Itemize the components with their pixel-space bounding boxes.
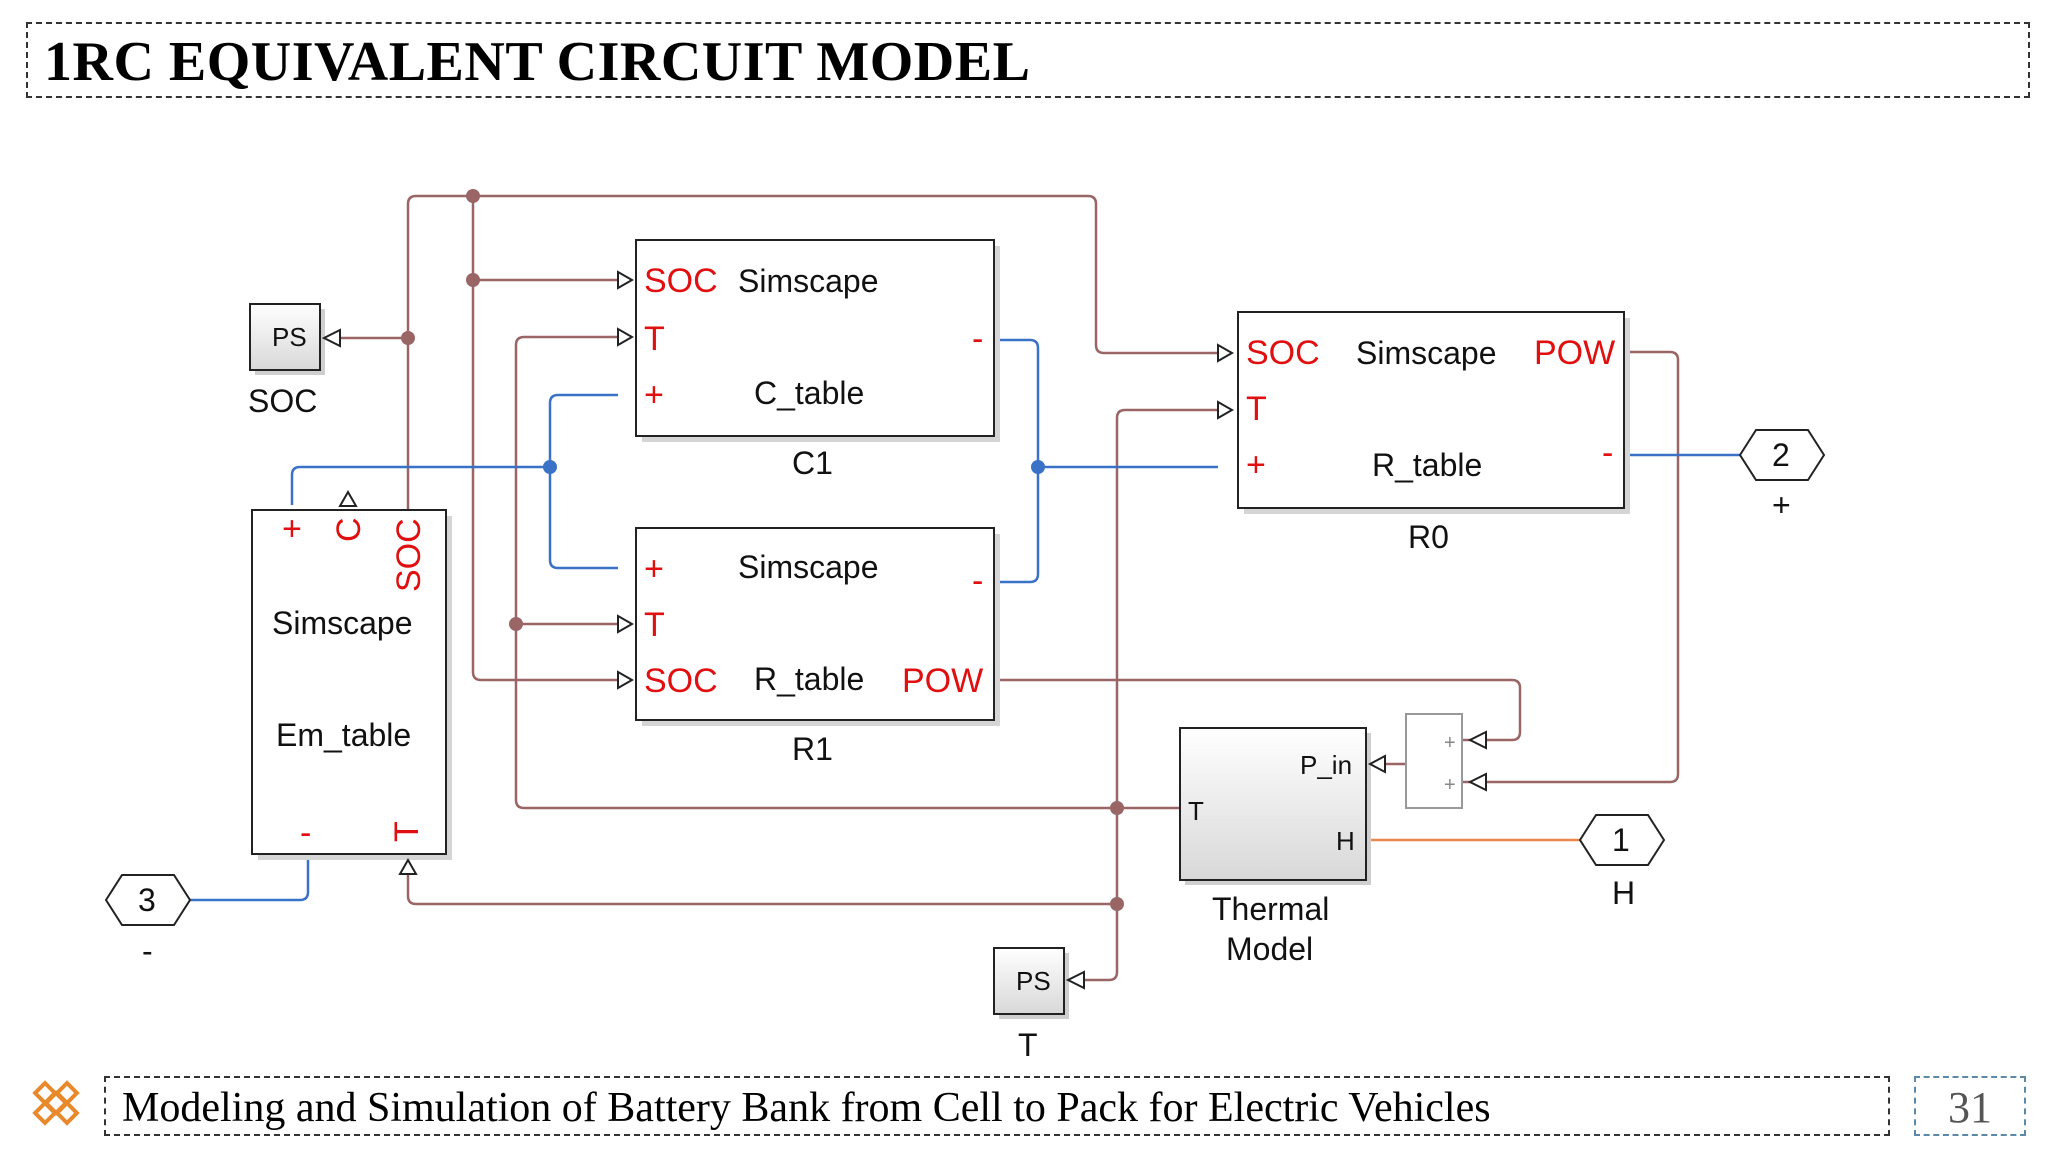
- thermal-port-t: T: [1188, 796, 1204, 826]
- r0-line1: Simscape: [1356, 335, 1497, 371]
- block-r0[interactable]: SOC T + POW - Simscape R_table R0: [1217, 311, 1630, 555]
- em-line1: Simscape: [272, 605, 413, 641]
- wire-elec-c1-plus: [548, 393, 618, 570]
- junction-dot: [466, 273, 480, 287]
- footer-text: Modeling and Simulation of Battery Bank …: [122, 1085, 1491, 1131]
- port3-number: 3: [138, 882, 156, 918]
- block-em[interactable]: + C SOC Simscape Em_table - T: [251, 489, 452, 875]
- c1-line1: Simscape: [738, 263, 879, 299]
- r0-port-soc: SOC: [1246, 334, 1320, 372]
- c1-port-soc: SOC: [644, 262, 718, 300]
- wire-soc-bus: [471, 196, 618, 682]
- thermal-line2: Model: [1226, 931, 1313, 967]
- em-line2: Em_table: [276, 717, 411, 753]
- c1-name: C1: [792, 445, 833, 481]
- wire-pow-r0: [1462, 350, 1680, 784]
- junction-dot: [509, 617, 523, 631]
- junction-dot: [1031, 460, 1045, 474]
- page-number-box: 31: [1914, 1076, 2026, 1136]
- r0-port-t: T: [1246, 390, 1267, 428]
- wire-elec-em-minus: [190, 858, 310, 902]
- wire-pow-r1: [994, 678, 1522, 742]
- footer-box: Modeling and Simulation of Battery Bank …: [104, 1076, 1890, 1136]
- sum-block[interactable]: + +: [1405, 713, 1487, 809]
- em-port-t: T: [388, 821, 426, 842]
- port2-number: 2: [1772, 437, 1790, 473]
- r1-port-plus: +: [644, 550, 664, 588]
- wire-soc-top: [406, 194, 1218, 515]
- thermal-port-pin: P_in: [1300, 750, 1352, 780]
- ps-soc-label: PS: [272, 322, 307, 352]
- em-port-c: C: [330, 517, 368, 542]
- block-thermal-model[interactable]: P_in T H Thermal Model: [1179, 727, 1386, 967]
- outport-3[interactable]: 3 -: [104, 874, 192, 969]
- port3-name: -: [142, 933, 153, 969]
- c1-line2: C_table: [754, 375, 864, 411]
- r1-name: R1: [792, 731, 833, 767]
- r1-line1: Simscape: [738, 549, 879, 585]
- em-port-soc: SOC: [390, 518, 428, 592]
- wire-elec-em-plus: [290, 465, 550, 505]
- port2-name: +: [1772, 487, 1791, 523]
- r1-port-minus: -: [972, 562, 983, 600]
- ps-t-converter[interactable]: PS T: [993, 947, 1085, 1063]
- r0-line2: R_table: [1372, 447, 1482, 483]
- r0-port-pow: POW: [1534, 334, 1615, 372]
- logo-icon: [32, 1080, 80, 1126]
- c1-port-t: T: [644, 320, 665, 358]
- wire-t-bus2: [1064, 408, 1218, 982]
- outport-1[interactable]: 1 H: [1578, 814, 1666, 911]
- block-r1[interactable]: + T SOC - POW Simscape R_table R1: [617, 527, 1000, 767]
- em-port-minus: -: [300, 814, 311, 852]
- r0-name: R0: [1408, 519, 1449, 555]
- wire-t-em: [406, 860, 1117, 906]
- ps-t-label: PS: [1016, 966, 1051, 996]
- junction-dot: [543, 460, 557, 474]
- r0-port-plus: +: [1246, 446, 1266, 484]
- thermal-line1: Thermal: [1212, 891, 1329, 927]
- r0-port-minus: -: [1602, 434, 1613, 472]
- ps-soc-converter[interactable]: PS SOC: [248, 303, 341, 419]
- sum-in2: +: [1444, 774, 1456, 796]
- junction-dot: [1110, 897, 1124, 911]
- r1-port-pow: POW: [902, 662, 983, 700]
- wire-elec-c1-minus: [994, 338, 1040, 584]
- sum-in1: +: [1444, 732, 1456, 754]
- outport-2[interactable]: 2 +: [1738, 429, 1826, 523]
- port1-number: 1: [1612, 822, 1630, 858]
- page-title: 1RC EQUIVALENT CIRCUIT MODEL: [44, 31, 1031, 93]
- page-number: 31: [1948, 1083, 1992, 1132]
- r1-line2: R_table: [754, 661, 864, 697]
- ps-soc-name: SOC: [248, 383, 317, 419]
- wire-t-bus: [514, 335, 1180, 810]
- block-c1[interactable]: SOC T + - Simscape C_table C1: [617, 239, 1000, 481]
- r1-port-t: T: [644, 606, 665, 644]
- junction-dot: [1110, 801, 1124, 815]
- c1-port-plus: +: [644, 376, 664, 414]
- junction-dot: [466, 189, 480, 203]
- port1-name: H: [1612, 875, 1635, 911]
- r1-port-soc: SOC: [644, 662, 718, 700]
- title-box: 1RC EQUIVALENT CIRCUIT MODEL: [26, 22, 2030, 98]
- ps-t-name: T: [1018, 1027, 1038, 1063]
- thermal-port-h: H: [1336, 826, 1355, 856]
- junction-dot: [401, 331, 415, 345]
- c1-port-minus: -: [972, 320, 983, 358]
- em-port-plus: +: [282, 510, 302, 548]
